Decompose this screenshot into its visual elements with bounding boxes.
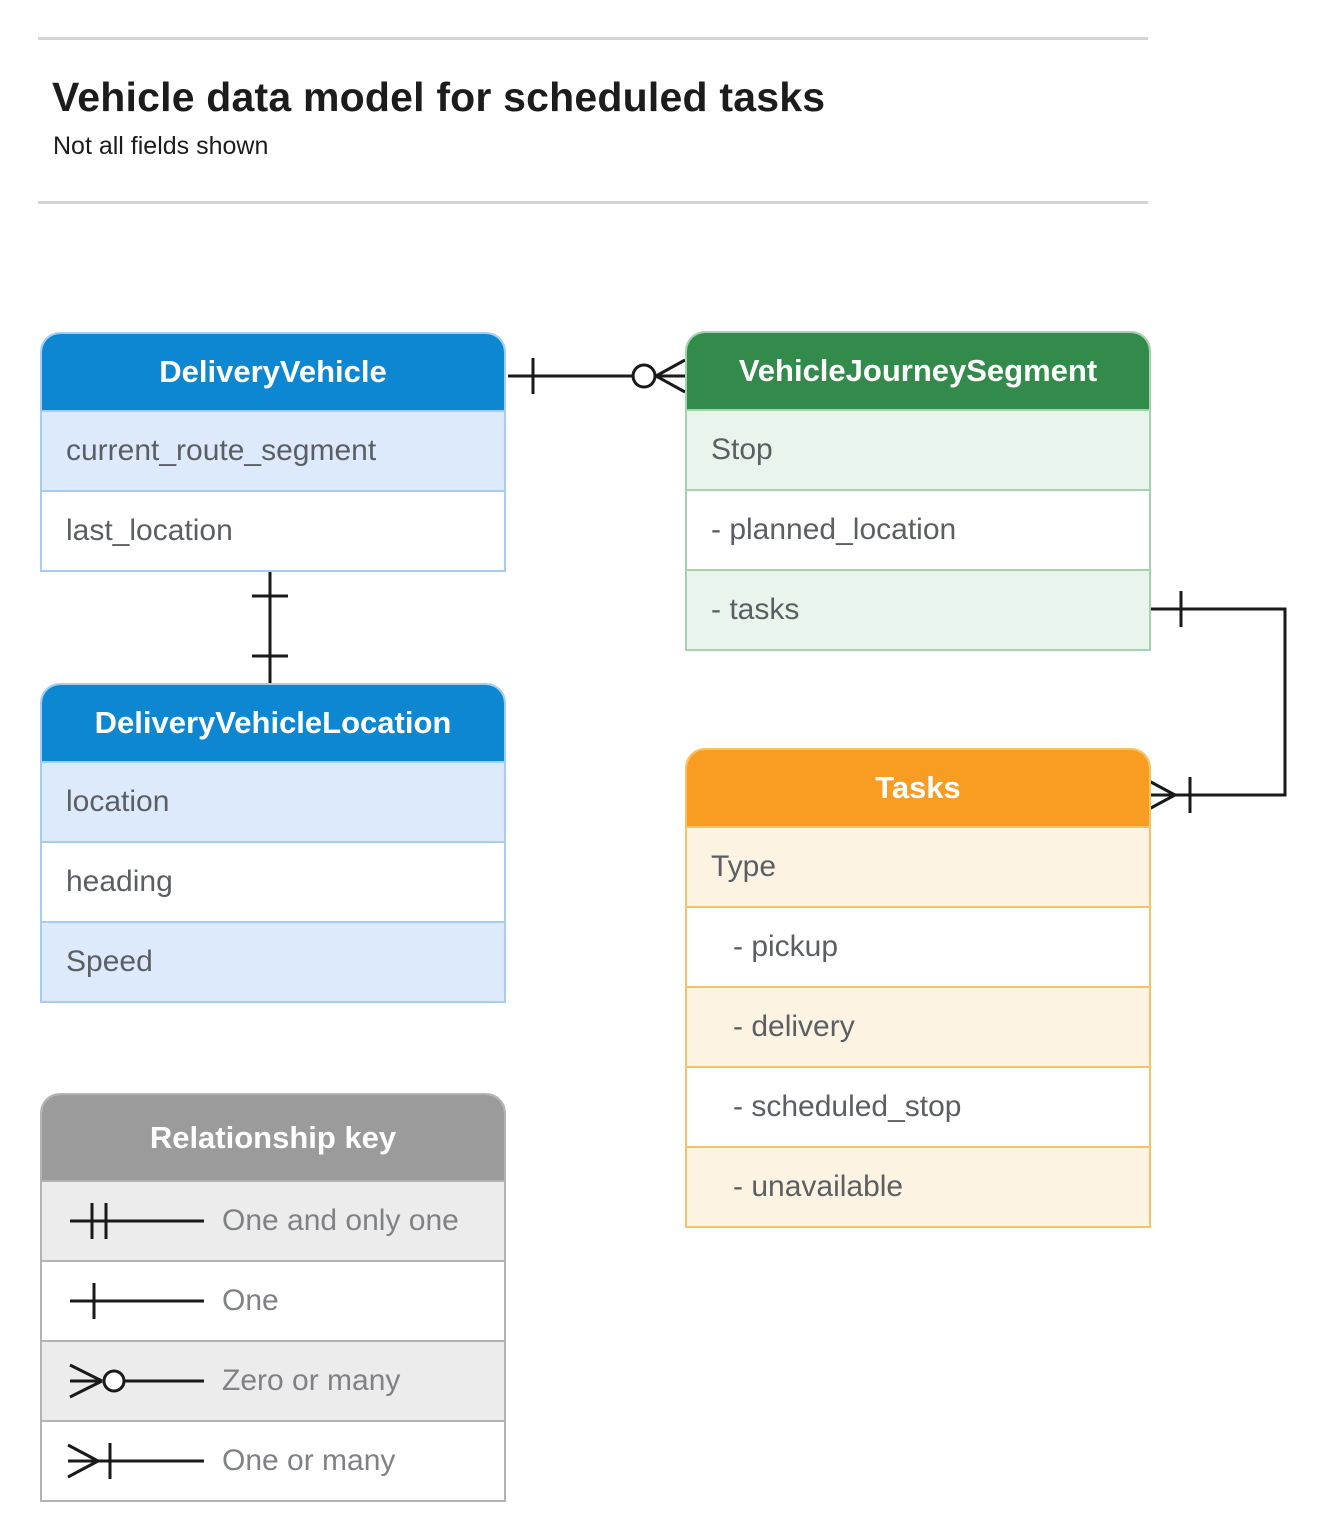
one-or-many-symbol — [67, 1443, 204, 1479]
entity-header: VehicleJourneySegment — [687, 333, 1149, 409]
entity-field: - planned_location — [687, 489, 1149, 569]
one-symbol — [70, 1283, 204, 1319]
entity-header: DeliveryVehicleLocation — [42, 685, 504, 761]
connector-deliveryvehicle-to-vehiclejourneysegment — [508, 358, 686, 394]
entity-field: Speed — [42, 921, 504, 1001]
entity-header: DeliveryVehicle — [42, 334, 504, 410]
entity-field: heading — [42, 841, 504, 921]
entity-field: Stop — [687, 409, 1149, 489]
entity-tasks: Tasks Type - pickup - delivery - schedul… — [685, 748, 1151, 1228]
legend-label: One — [222, 1284, 279, 1317]
entity-field: - tasks — [687, 569, 1149, 649]
entity-vehicle-journey-segment: VehicleJourneySegment Stop - planned_loc… — [685, 331, 1151, 651]
zero-or-many-symbol — [69, 1363, 204, 1399]
relationship-key-header: Relationship key — [42, 1095, 504, 1180]
legend-item: One and only one — [42, 1180, 504, 1260]
entity-field: location — [42, 761, 504, 841]
entity-delivery-vehicle-location: DeliveryVehicleLocation location heading… — [40, 683, 506, 1003]
entity-field: - unavailable — [687, 1146, 1149, 1226]
relationship-key: Relationship key One and only one One — [40, 1093, 506, 1502]
entity-delivery-vehicle: DeliveryVehicle current_route_segment la… — [40, 332, 506, 572]
one-and-only-one-symbol — [70, 1203, 204, 1239]
entity-field: - pickup — [687, 906, 1149, 986]
connector-deliveryvehicle-to-deliveryvehiclelocation — [252, 570, 288, 683]
crow-foot — [655, 358, 686, 394]
entity-field: current_route_segment — [42, 410, 504, 490]
legend-item: One — [42, 1260, 504, 1340]
legend-label: Zero or many — [222, 1364, 401, 1397]
entity-field: - delivery — [687, 986, 1149, 1066]
entity-field: Type — [687, 826, 1149, 906]
page-subtitle: Not all fields shown — [53, 132, 269, 160]
legend-label: One and only one — [222, 1204, 459, 1237]
legend-label: One or many — [222, 1444, 396, 1477]
legend-item: One or many — [42, 1420, 504, 1500]
entity-header: Tasks — [687, 750, 1149, 826]
page-title: Vehicle data model for scheduled tasks — [52, 74, 826, 120]
legend-item: Zero or many — [42, 1340, 504, 1420]
connector-vehiclejourneysegment-to-tasks — [1148, 591, 1287, 813]
crow-foot — [1148, 779, 1176, 811]
entity-field: last_location — [42, 490, 504, 570]
zero-circle — [631, 363, 657, 389]
entity-field: - scheduled_stop — [687, 1066, 1149, 1146]
top-divider — [38, 37, 1148, 40]
subtitle-divider — [38, 201, 1148, 204]
